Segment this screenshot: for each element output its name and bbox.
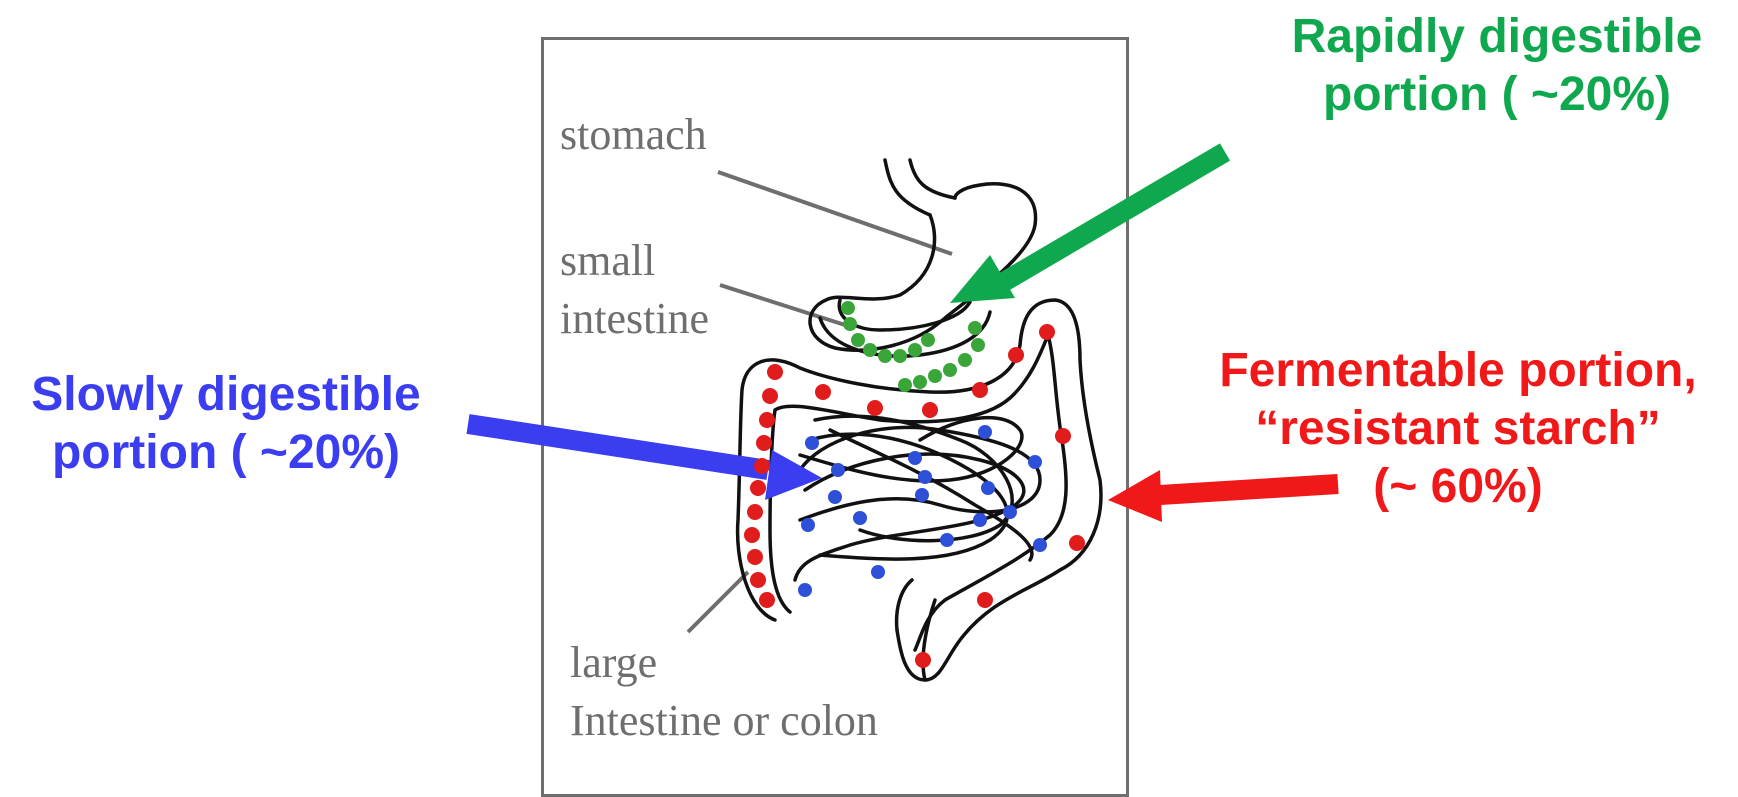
blue-dot (973, 513, 987, 527)
blue-dot (805, 436, 819, 450)
rapid-arrow (950, 152, 1225, 303)
blue-dot (1033, 538, 1047, 552)
small-intestine-leader-line (720, 285, 845, 325)
esophagus-outline (885, 160, 955, 215)
small-intestine-coil-2 (795, 454, 1024, 580)
red-dot (1069, 535, 1085, 551)
rapid-callout: Rapidly digestible portion ( ~20%) (1262, 8, 1732, 124)
blue-dot (831, 463, 845, 477)
red-dot (759, 412, 775, 428)
blue-dot (853, 511, 867, 525)
green-dot (841, 301, 855, 315)
red-dot (915, 652, 931, 668)
green-dot (913, 375, 927, 389)
red-dot (767, 364, 783, 380)
red-dot (754, 458, 770, 474)
stomach-leader-line (718, 172, 952, 254)
green-dot (908, 343, 922, 357)
red-dot (1055, 428, 1071, 444)
green-dot (843, 317, 857, 331)
green-dot (943, 363, 957, 377)
slow-callout: Slowly digestible portion ( ~20%) (6, 366, 446, 482)
fermentable-callout: Fermentable portion, “resistant starch” … (1188, 342, 1728, 516)
blue-dot (828, 490, 842, 504)
blue-dot (871, 565, 885, 579)
blue-dot (798, 583, 812, 597)
red-dot (867, 400, 883, 416)
red-dot (759, 592, 775, 608)
blue-dot (1028, 455, 1042, 469)
green-dot (863, 343, 877, 357)
green-dot (898, 378, 912, 392)
red-dot (747, 504, 763, 520)
green-dot (928, 369, 942, 383)
blue-dot (940, 533, 954, 547)
blue-dot (1003, 505, 1017, 519)
red-dot (1039, 324, 1055, 340)
green-dot (893, 349, 907, 363)
red-dot (762, 388, 778, 404)
green-dot-group (841, 301, 985, 392)
red-dot (922, 402, 938, 418)
red-dot (744, 527, 760, 543)
red-dot (747, 549, 763, 565)
blue-dot (978, 425, 992, 439)
large-intestine-label: large Intestine or colon (570, 634, 878, 750)
small-intestine-label: small intestine (560, 232, 709, 348)
red-dot (972, 382, 988, 398)
blue-dot (908, 451, 922, 465)
green-dot (851, 333, 865, 347)
blue-dot (918, 470, 932, 484)
green-dot (958, 353, 972, 367)
red-dot (750, 572, 766, 588)
red-dot (977, 592, 993, 608)
blue-dot-group (798, 425, 1047, 597)
red-dot (750, 480, 766, 496)
blue-dot (981, 481, 995, 495)
stomach-label: stomach (560, 106, 707, 164)
blue-dot (801, 518, 815, 532)
green-dot (968, 321, 982, 335)
green-dot (971, 338, 985, 352)
large-intestine-leader-line (688, 572, 748, 632)
red-dot (815, 384, 831, 400)
blue-dot (915, 488, 929, 502)
green-dot (878, 349, 892, 363)
tract-outline (738, 160, 1101, 680)
red-dot (756, 435, 772, 451)
red-dot (1008, 347, 1024, 363)
green-dot (921, 333, 935, 347)
